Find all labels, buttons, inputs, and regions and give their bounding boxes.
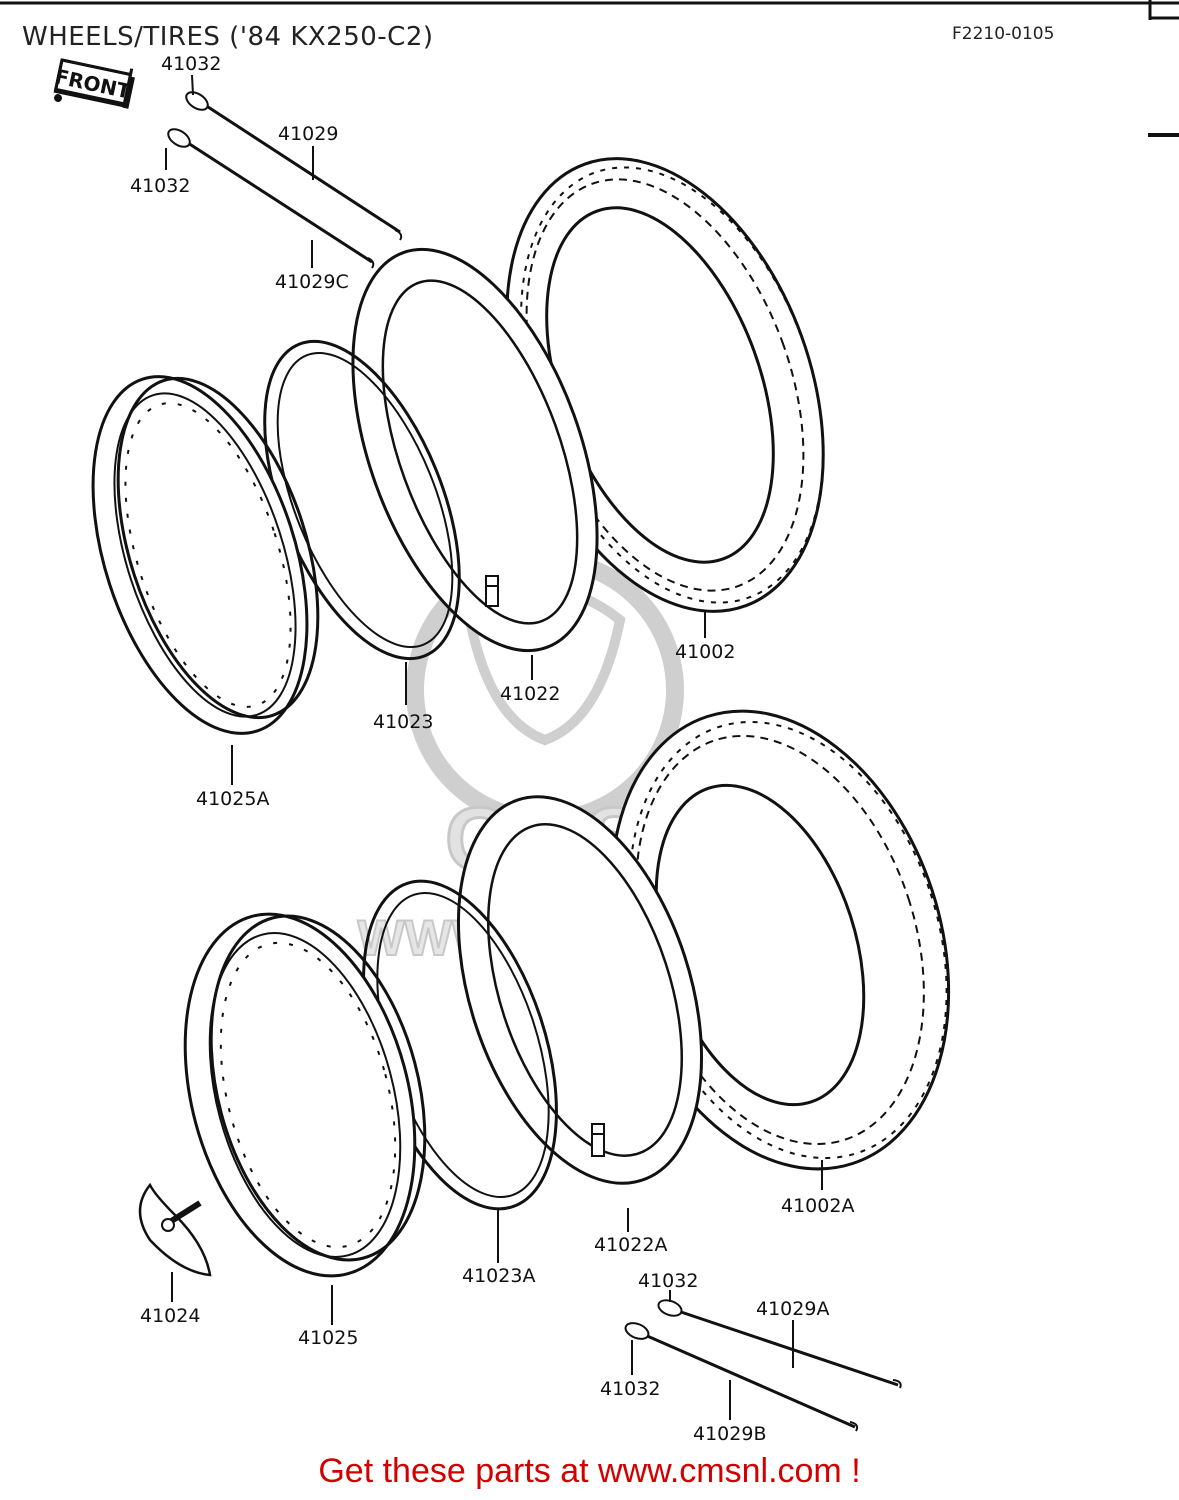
part-label: 41025: [298, 1327, 358, 1349]
tube-41022: [351, 247, 599, 653]
part-label: 41022: [500, 683, 560, 705]
part-label: 41002A: [781, 1195, 854, 1217]
part-label: 41029B: [693, 1423, 766, 1445]
part-label: 41032: [130, 175, 190, 197]
page-border: [0, 0, 1179, 137]
rim-41025: [183, 912, 427, 1278]
tube-41022A: [456, 795, 704, 1185]
part-label: 41023: [373, 711, 433, 733]
part-label: 41002: [675, 641, 735, 663]
part-labels: 41032 41032 41029 41029C 41002 41022 410…: [130, 53, 854, 1445]
part-label: 41029C: [275, 271, 349, 293]
part-label: 41024: [140, 1305, 200, 1327]
part-label: 41032: [600, 1378, 660, 1400]
part-label: 41022A: [594, 1234, 667, 1256]
part-label: 41025A: [196, 788, 269, 810]
part-label: 41032: [161, 53, 221, 75]
footer-link-text[interactable]: Get these parts at www.cmsnl.com !: [318, 1452, 861, 1490]
spoke-41029A: [657, 1299, 902, 1389]
diagram-code: F2210-0105: [952, 24, 1055, 44]
part-label: 41023A: [462, 1265, 535, 1287]
part-label: 41032: [638, 1270, 698, 1292]
spoke-41029B: [624, 1322, 859, 1432]
part-label: 41029: [278, 123, 338, 145]
front-tag: FRONT: [53, 58, 135, 109]
diagram-title: WHEELS/TIRES ('84 KX250-C2): [22, 22, 434, 52]
leader-lines: [165, 74, 823, 1420]
spoke-41029: [185, 91, 403, 241]
rim-41025A: [91, 375, 320, 735]
rim-lock-41024: [138, 1182, 212, 1277]
part-label: 41029A: [756, 1298, 829, 1320]
spoke-41029C: [167, 128, 375, 269]
